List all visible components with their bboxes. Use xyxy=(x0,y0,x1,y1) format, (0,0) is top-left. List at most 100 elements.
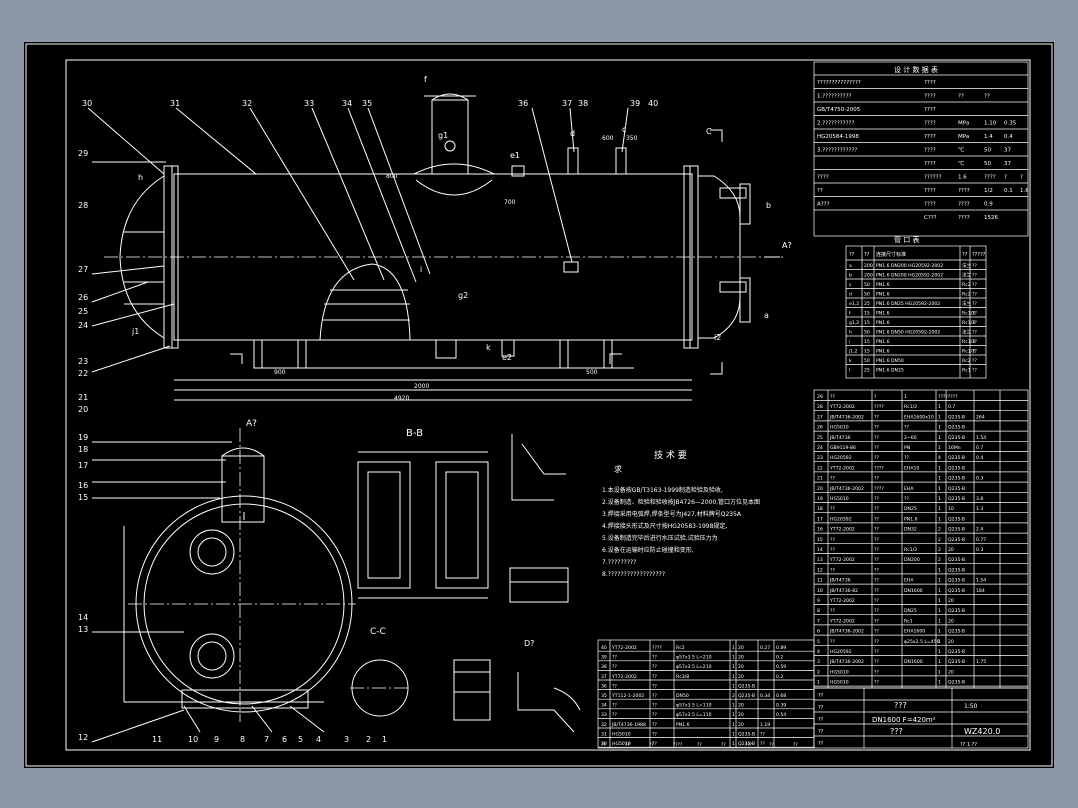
parts-bottom-cell: 0.34 xyxy=(760,693,770,699)
parts-right-cell: ???? xyxy=(874,465,884,471)
parts-bottom-cell: 37 xyxy=(601,674,607,680)
part-number-17: 17 xyxy=(78,461,88,470)
nozzle-cell: 200 xyxy=(864,273,873,279)
parts-right-cell: HG5010 xyxy=(830,680,849,686)
section-bb-label: B-B xyxy=(406,428,423,439)
parts-right-cell: ?? xyxy=(830,567,835,573)
parts-bottom-cell: ?? xyxy=(652,741,657,747)
design-cell: 3.???????????? xyxy=(817,148,857,154)
parts-right-cell: Q235-B xyxy=(948,465,965,471)
nozzle-cell: j1,2 xyxy=(848,349,858,355)
part-number-19: 19 xyxy=(78,433,88,442)
parts-right-cell: ?? xyxy=(874,639,879,645)
parts-right-cell: JB/T4736 xyxy=(829,578,851,584)
parts-bottom-cell: 20 xyxy=(738,712,744,718)
parts-bottom-cell: 32 xyxy=(601,722,607,728)
parts-bottom-cell: YT72-2002 xyxy=(611,645,637,651)
design-cell: ??????????????? xyxy=(817,80,861,86)
design-cell: ???? xyxy=(958,215,970,221)
nozzle-cell: PN1.6 xyxy=(876,320,890,326)
design-cell: ???? xyxy=(924,121,936,127)
nozzle-label-2: e1 xyxy=(510,151,520,160)
parts-right-cell: 1 xyxy=(938,425,941,431)
tech-req-line-0: 1.本设备按GB/T3163-1999制造检验及验收, xyxy=(602,486,723,494)
title-label: ?? xyxy=(818,705,824,711)
parts-right-cell: Q235-B xyxy=(948,567,965,573)
design-cell: ???? xyxy=(817,175,829,181)
tech-req-line-7: 8.?????????????????? xyxy=(602,571,665,578)
parts-right-cell: 0.7 xyxy=(948,404,955,410)
parts-bottom-cell: 0.27 xyxy=(760,645,770,651)
parts-right-cell: 9 xyxy=(817,598,820,604)
parts-right-cell: ?? xyxy=(874,445,879,451)
parts-bottom-cell: ?? xyxy=(652,693,657,699)
nozzle-cell: Rc1 xyxy=(962,368,971,374)
parts-right-cell: 1 xyxy=(817,680,820,686)
design-cell: ???? xyxy=(924,107,936,113)
parts-right-cell: Q235-B xyxy=(948,414,965,420)
part-number-12: 12 xyxy=(78,733,88,742)
nozzle-cell: ?? xyxy=(972,320,977,326)
parts-right-cell: 0.3 xyxy=(976,476,983,482)
view-a-label: A? xyxy=(246,419,257,429)
parts-right-cell: ???? xyxy=(874,486,884,492)
nozzle-cell: 50 xyxy=(864,330,870,336)
part-number-8: 8 xyxy=(240,735,245,744)
nozzle-cell: g1,2 xyxy=(849,320,859,326)
parts-right-cell: 29 xyxy=(817,394,823,400)
nozzle-cell: Rc2 xyxy=(962,282,971,288)
nozzle-cell: 50 xyxy=(864,358,870,364)
parts-right-cell: JB/T4736 xyxy=(829,435,851,441)
parts-right-cell: 4 xyxy=(938,455,941,461)
design-data-table: 设 计 数 据 表???????????????????1.??????????… xyxy=(813,61,1029,237)
part-number-7: 7 xyxy=(264,735,269,744)
design-cell: ???? xyxy=(958,202,970,208)
inner-frame xyxy=(65,59,1031,751)
part-number-9: 9 xyxy=(214,735,219,744)
nozzle-cell: 15 xyxy=(864,339,870,345)
part-number-28: 28 xyxy=(78,201,88,210)
parts-bottom-cell: 31 xyxy=(601,731,607,737)
parts-right-cell: ? xyxy=(874,394,877,400)
parts-right-cell: ?? xyxy=(874,476,879,482)
parts-bottom-cell: 1.19 xyxy=(760,722,770,728)
parts-right-cell: PN1.6 xyxy=(904,516,918,522)
parts-right-cell: 1 xyxy=(938,649,941,655)
main-vessel-elevation xyxy=(87,93,784,401)
nozzle-cell: ?? xyxy=(972,368,977,374)
parts-bottom-cell: JB/T4736-1988 xyxy=(611,722,646,728)
nozzle-cell: k xyxy=(849,358,852,364)
parts-right-cell: 19 xyxy=(817,496,823,502)
part-number-30: 30 xyxy=(82,99,92,108)
parts-right-cell: JB/T4736-2002 xyxy=(829,486,864,492)
nozzle-cell: ?? xyxy=(972,339,977,345)
parts-right-cell: 2 xyxy=(817,669,820,675)
part-number-16: 16 xyxy=(78,481,88,490)
parts-right-cell: EHA xyxy=(904,486,914,492)
parts-right-cell: 1.54 xyxy=(976,578,986,584)
parts-right-cell: ?? xyxy=(874,608,879,614)
parts-right-cell: ?? xyxy=(874,659,879,665)
parts-right-cell: DN200 xyxy=(904,557,920,563)
part-number-29: 29 xyxy=(78,149,88,158)
parts-right-cell: ?? xyxy=(874,649,879,655)
parts-bottom-cell: 1 xyxy=(732,655,735,661)
parts-right-cell: EHA xyxy=(904,578,914,584)
design-cell: 1.10 xyxy=(984,121,997,127)
parts-right-cell: Q235-B xyxy=(948,659,965,665)
dimension-2: 2000 xyxy=(414,383,429,390)
parts-right-cell: 1 xyxy=(938,567,941,573)
nozzle-header: 连接尺寸标准 xyxy=(876,251,906,258)
parts-right-cell: Q235-B xyxy=(948,476,965,482)
parts-right-cell: 1 xyxy=(938,445,941,451)
parts-right-cell: 10 xyxy=(817,588,823,594)
design-cell: ?? xyxy=(984,94,990,100)
parts-right-cell: 12 xyxy=(817,567,823,573)
parts-header-cell: ??? xyxy=(745,742,753,748)
parts-right-cell: 4 xyxy=(817,649,820,655)
parts-header-cell: ?? xyxy=(721,742,726,748)
part-number-40: 40 xyxy=(648,99,658,108)
parts-right-cell: HG20592 xyxy=(830,516,852,522)
tech-req-line-4: 5.设备制造完毕后进行水压试验,试验压力为 xyxy=(602,534,718,542)
